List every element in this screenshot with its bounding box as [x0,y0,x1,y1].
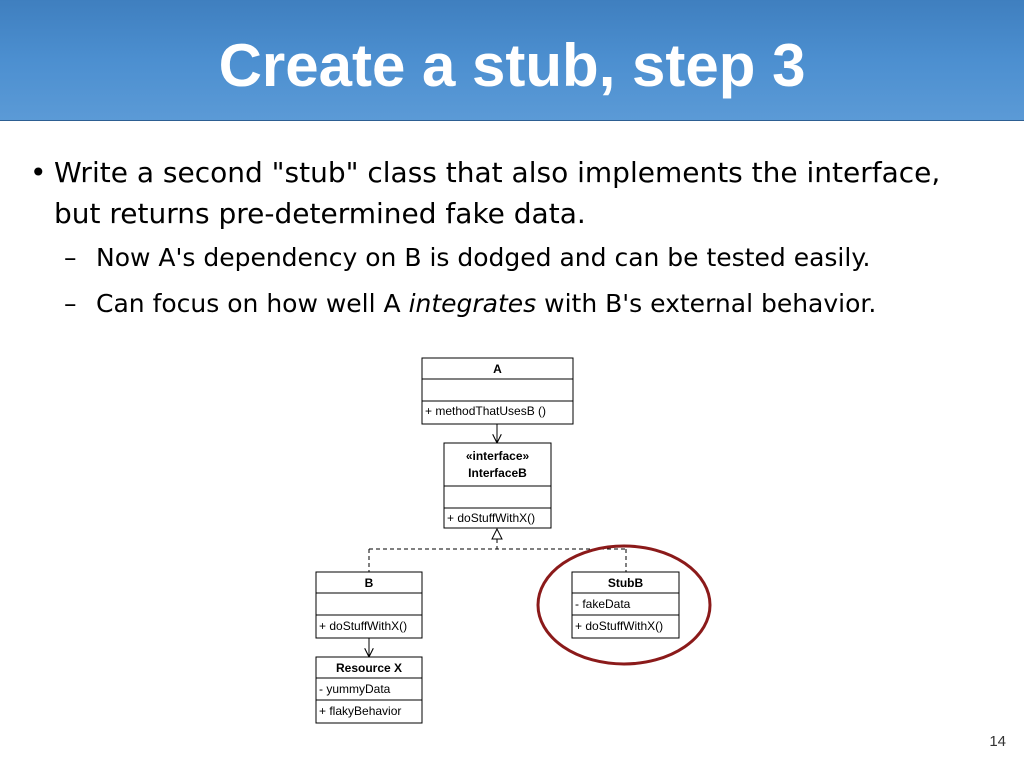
sub-bullet-1-text: Now A's dependency on B is dodged and ca… [96,243,871,272]
stub-b-box: StubB - fakeData + doStuffWithX() [571,571,680,639]
interface-b-stereotype: «interface» [466,449,530,463]
resource-x-field: - yummyData [319,682,391,696]
resource-x-box: Resource X - yummyData + flakyBehavior [315,656,423,724]
class-b-method: + doStuffWithX() [319,619,407,633]
dash-icon: – [64,243,77,272]
bullet-list: • Write a second "stub" class that also … [30,152,1010,322]
realization-connectors [368,527,627,572]
class-a-method: + methodThatUsesB () [425,404,546,418]
class-a-box: A + methodThatUsesB () [421,357,574,425]
interface-b-box: «interface» InterfaceB + doStuffWithX() [443,442,552,529]
sub-bullet-2-emphasis: integrates [408,289,537,318]
class-b-name: B [365,576,374,590]
bullet-main: • Write a second "stub" class that also … [30,152,1010,234]
realization-triangle-icon [491,527,503,540]
sub-bullet-2-text-after: with B's external behavior. [536,289,877,318]
stub-highlight-circle [536,544,712,666]
interface-b-name: InterfaceB [468,466,527,480]
stub-b-method: + doStuffWithX() [575,619,663,633]
class-a-name: A [493,362,502,376]
dash-icon: – [64,289,77,318]
interface-b-method: + doStuffWithX() [447,511,535,525]
resource-x-name: Resource X [336,661,402,675]
page-number: 14 [989,733,1006,750]
bullet-dot-icon: • [30,156,47,189]
sub-bullet-1: – Now A's dependency on B is dodged and … [30,240,1010,276]
resource-x-method: + flakyBehavior [319,704,401,718]
class-b-box: B + doStuffWithX() [315,571,423,639]
slide-title: Create a stub, step 3 [218,32,806,99]
bullet-main-line1: Write a second "stub" class that also im… [54,156,941,189]
sub-bullet-2-text-before: Can focus on how well A [96,289,409,318]
stub-b-field: - fakeData [575,597,631,611]
title-bar: Create a stub, step 3 [0,0,1024,121]
stub-b-name: StubB [608,576,644,590]
sub-bullet-2: – Can focus on how well A integrates wit… [30,286,1010,322]
bullet-main-line2: but returns pre-determined fake data. [54,197,586,230]
